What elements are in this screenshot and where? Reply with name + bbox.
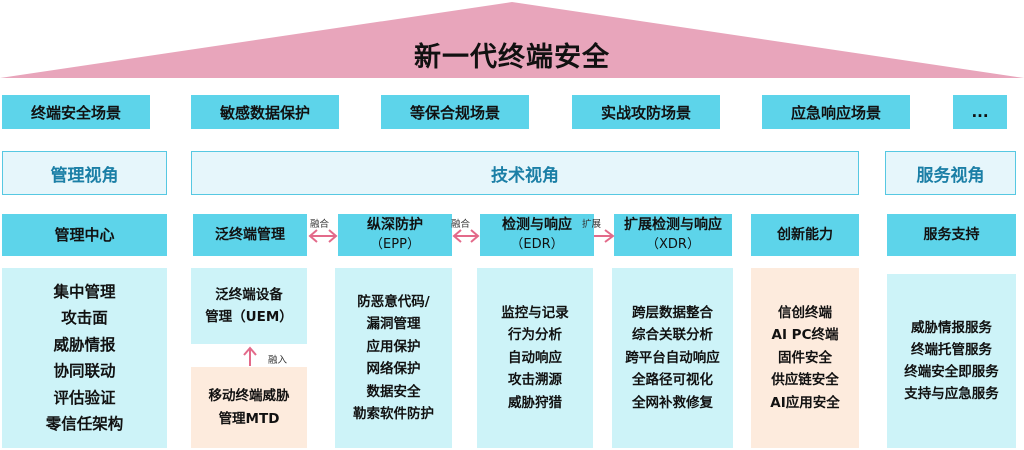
- roof-banner: [0, 2, 1024, 78]
- list-item: AI应用安全: [770, 394, 840, 411]
- list-item: 综合关联分析: [632, 327, 713, 344]
- list-item: 威胁情报服务: [911, 320, 992, 336]
- merge-up-arrow: [243, 346, 257, 366]
- management-center-label: 管理中心: [54, 225, 115, 244]
- uem-header-label: 泛终端管理: [215, 226, 285, 243]
- edr-header: 检测与响应 （EDR）: [480, 214, 594, 256]
- innovation-header: 创新能力: [751, 214, 859, 256]
- list-item: 勒索软件防护: [353, 406, 434, 422]
- mtd-panel: 移动终端威胁 管理MTD: [191, 367, 307, 448]
- list-item: 网络保护: [366, 361, 421, 377]
- scenario-sensitive-data: 敏感数据保护: [191, 95, 339, 129]
- list-item: 全网补救修复: [632, 394, 713, 411]
- extend-label-edr-xdr: 扩展: [582, 219, 602, 230]
- management-panel: 集中管理 攻击面 威胁情报 协同联动 评估验证 零信任架构: [2, 268, 167, 448]
- xdr-panel: 跨层数据整合 综合关联分析 跨平台自动响应 全路径可视化 全网补救修复: [612, 268, 733, 448]
- list-item: 集中管理: [53, 282, 116, 301]
- list-item: 评估验证: [53, 388, 116, 407]
- list-item: 终端托管服务: [911, 342, 992, 358]
- list-item: 威胁狩猎: [508, 394, 562, 411]
- uem-device-panel: 泛终端设备 管理（UEM）: [191, 268, 307, 344]
- merge-into-label: 融入: [268, 355, 288, 366]
- epp-header-label: 纵深防护: [367, 217, 423, 233]
- epp-panel: 防恶意代码/ 漏洞管理 应用保护 网络保护 数据安全 勒索软件防护: [335, 268, 452, 448]
- service-header: 服务支持: [887, 214, 1016, 256]
- list-item: 零信任架构: [45, 415, 124, 433]
- mtd-line-2: 管理MTD: [218, 410, 280, 427]
- xdr-header-sub: （XDR）: [646, 237, 700, 252]
- page-title: 新一代终端安全: [414, 42, 610, 73]
- list-item: 防恶意代码/: [357, 293, 430, 310]
- list-item: 支持与应急服务: [904, 386, 999, 402]
- scenario-emergency-response: 应急响应场景: [762, 95, 910, 129]
- uem-device-title: 泛终端设备: [215, 286, 283, 303]
- uem-header: 泛终端管理: [193, 214, 307, 256]
- xdr-header-label: 扩展检测与响应: [624, 217, 722, 233]
- list-item: 跨平台自动响应: [625, 349, 720, 366]
- list-item: 固件安全: [778, 349, 832, 366]
- edr-header-sub: （EDR）: [510, 237, 564, 252]
- edr-panel: 监控与记录 行为分析 自动响应 攻击溯源 威胁狩猎: [477, 268, 593, 448]
- perspective-management: 管理视角: [2, 151, 167, 195]
- mtd-line-1: 移动终端威胁: [208, 388, 290, 404]
- list-item: 应用保护: [366, 338, 421, 355]
- merge-label-epp-edr: 融合: [451, 219, 471, 230]
- epp-header: 纵深防护 （EPP）: [338, 214, 452, 256]
- list-item: 终端安全即服务: [904, 364, 999, 380]
- xdr-header: 扩展检测与响应 （XDR）: [614, 214, 732, 256]
- scenario-endpoint-security: 终端安全场景: [2, 95, 150, 129]
- list-item: 供应链安全: [771, 372, 839, 389]
- uem-device-sub: 管理（UEM）: [205, 309, 293, 325]
- list-item: 全路径可视化: [632, 372, 713, 389]
- extend-arrow-edr-xdr: [594, 229, 615, 243]
- innovation-header-label: 创新能力: [777, 226, 833, 243]
- perspective-service: 服务视角: [885, 151, 1016, 195]
- service-panel: 威胁情报服务 终端托管服务 终端安全即服务 支持与应急服务: [887, 274, 1016, 448]
- service-header-label: 服务支持: [923, 226, 980, 243]
- scenario-more: ...: [953, 95, 1007, 129]
- list-item: 攻击溯源: [508, 372, 562, 389]
- list-item: 自动响应: [508, 349, 562, 366]
- list-item: 监控与记录: [501, 304, 569, 321]
- epp-header-sub: （EPP）: [370, 237, 420, 252]
- list-item: AI PC终端: [771, 327, 839, 344]
- merge-arrow-uem-epp: [308, 229, 338, 243]
- scenario-compliance: 等保合规场景: [381, 95, 529, 129]
- list-item: 数据安全: [366, 383, 421, 400]
- merge-arrow-epp-edr: [452, 229, 480, 243]
- list-item: 漏洞管理: [366, 316, 421, 332]
- management-center-header: 管理中心: [2, 214, 167, 256]
- edr-header-label: 检测与响应: [502, 217, 572, 233]
- list-item: 协同联动: [53, 362, 116, 380]
- list-item: 跨层数据整合: [632, 304, 713, 321]
- list-item: 攻击面: [61, 309, 108, 327]
- perspective-technology: 技术视角: [191, 151, 859, 195]
- list-item: 威胁情报: [53, 335, 116, 354]
- scenario-attack-defense: 实战攻防场景: [572, 95, 720, 129]
- list-item: 信创终端: [778, 304, 832, 321]
- merge-label-uem-epp: 融合: [310, 219, 330, 230]
- innovation-panel: 信创终端 AI PC终端 固件安全 供应链安全 AI应用安全: [751, 268, 859, 448]
- list-item: 行为分析: [508, 327, 562, 344]
